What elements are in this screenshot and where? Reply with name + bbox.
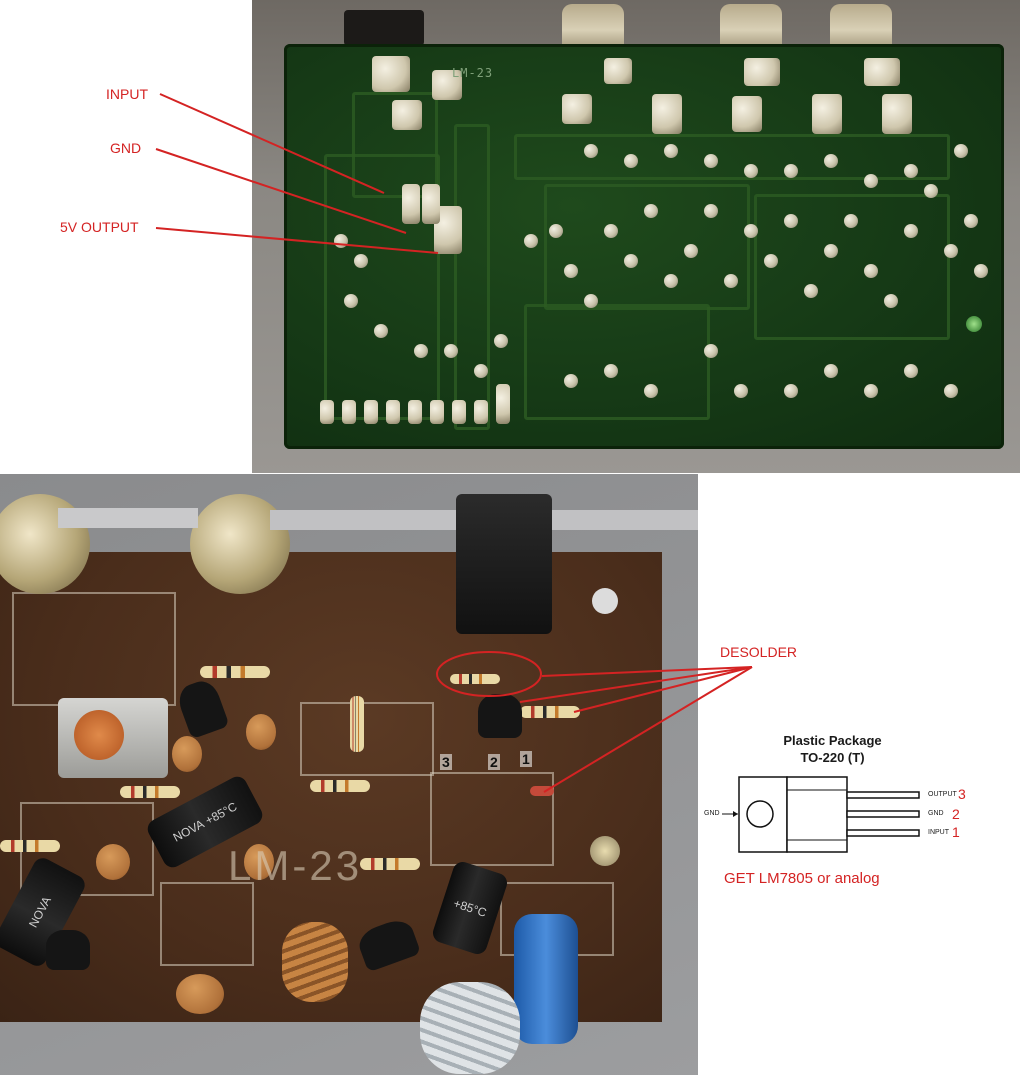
dc-power-jack [456, 494, 552, 634]
output-pointer-line [155, 227, 439, 254]
pin-number-3: 3 [440, 754, 452, 770]
dc-jack-top [344, 10, 424, 46]
5v-output-label: 5V OUTPUT [60, 219, 139, 235]
pin-lead-1 [846, 829, 920, 837]
transistor [46, 930, 90, 970]
pin-lead-3 [846, 791, 920, 799]
board-silk-label: LM-23 [228, 842, 363, 889]
pin-number-red-2: 2 [952, 806, 960, 822]
package-title: Plastic Package [783, 733, 882, 748]
regulator-transistor [478, 694, 522, 738]
resistor-to-desolder [450, 674, 500, 684]
pin-label-input: INPUT [928, 829, 949, 836]
diode [530, 786, 554, 796]
gnd-label: GND [110, 140, 142, 156]
coil [282, 922, 348, 1002]
pin-lead-2 [846, 810, 920, 818]
desolder-ellipse [436, 651, 542, 697]
pin-label-output: OUTPUT [928, 791, 957, 798]
pin-number-1: 1 [520, 751, 532, 767]
desolder-label: DESOLDER [720, 644, 798, 660]
mount-hole-icon [746, 800, 774, 828]
trimmer-knob [74, 710, 124, 760]
mount-hole [592, 588, 618, 614]
resistor [350, 696, 364, 752]
desolder-line-b [519, 666, 753, 703]
resistor [360, 858, 420, 870]
pin-number-red-3: 3 [958, 786, 966, 802]
gnd-pointer-line [155, 148, 407, 234]
pin-label-gnd: GND [928, 810, 944, 817]
desolder-line-a [541, 666, 753, 677]
package-gnd-label: GND [704, 810, 720, 817]
pin-number-red-1: 1 [952, 824, 960, 840]
desolder-line-c [573, 666, 753, 713]
input-pointer-line [159, 93, 385, 194]
blue-electrolytic-cap [514, 914, 578, 1044]
resistor [120, 786, 180, 798]
pin-number-2: 2 [488, 754, 500, 770]
coil-white [420, 982, 520, 1074]
resistor [200, 666, 270, 678]
get-part-label: GET LM7805 or analog [724, 870, 880, 887]
bracket [58, 508, 198, 528]
ceramic-cap [244, 844, 274, 880]
resistor [310, 780, 370, 792]
package-subtitle: TO-220 (T) [800, 750, 865, 765]
to220-package-drawing [722, 776, 920, 853]
body [786, 776, 848, 853]
desolder-line-d [543, 666, 753, 793]
ceramic-cap [96, 844, 130, 880]
ceramic-cap [176, 974, 224, 1014]
screw [590, 836, 620, 866]
pcb-green [284, 44, 1004, 449]
board-silk-label: LM-23 [452, 66, 494, 80]
resistor [0, 840, 60, 852]
ceramic-cap [172, 736, 202, 772]
resistor [520, 706, 580, 718]
pcb-component-side-photo: NOVA +85°C NOVA +85°C LM-23 3 2 1 [0, 474, 698, 1075]
pcb-solder-side-photo: LM-23 [252, 0, 1020, 473]
input-label: INPUT [106, 86, 148, 102]
ceramic-cap [246, 714, 276, 750]
